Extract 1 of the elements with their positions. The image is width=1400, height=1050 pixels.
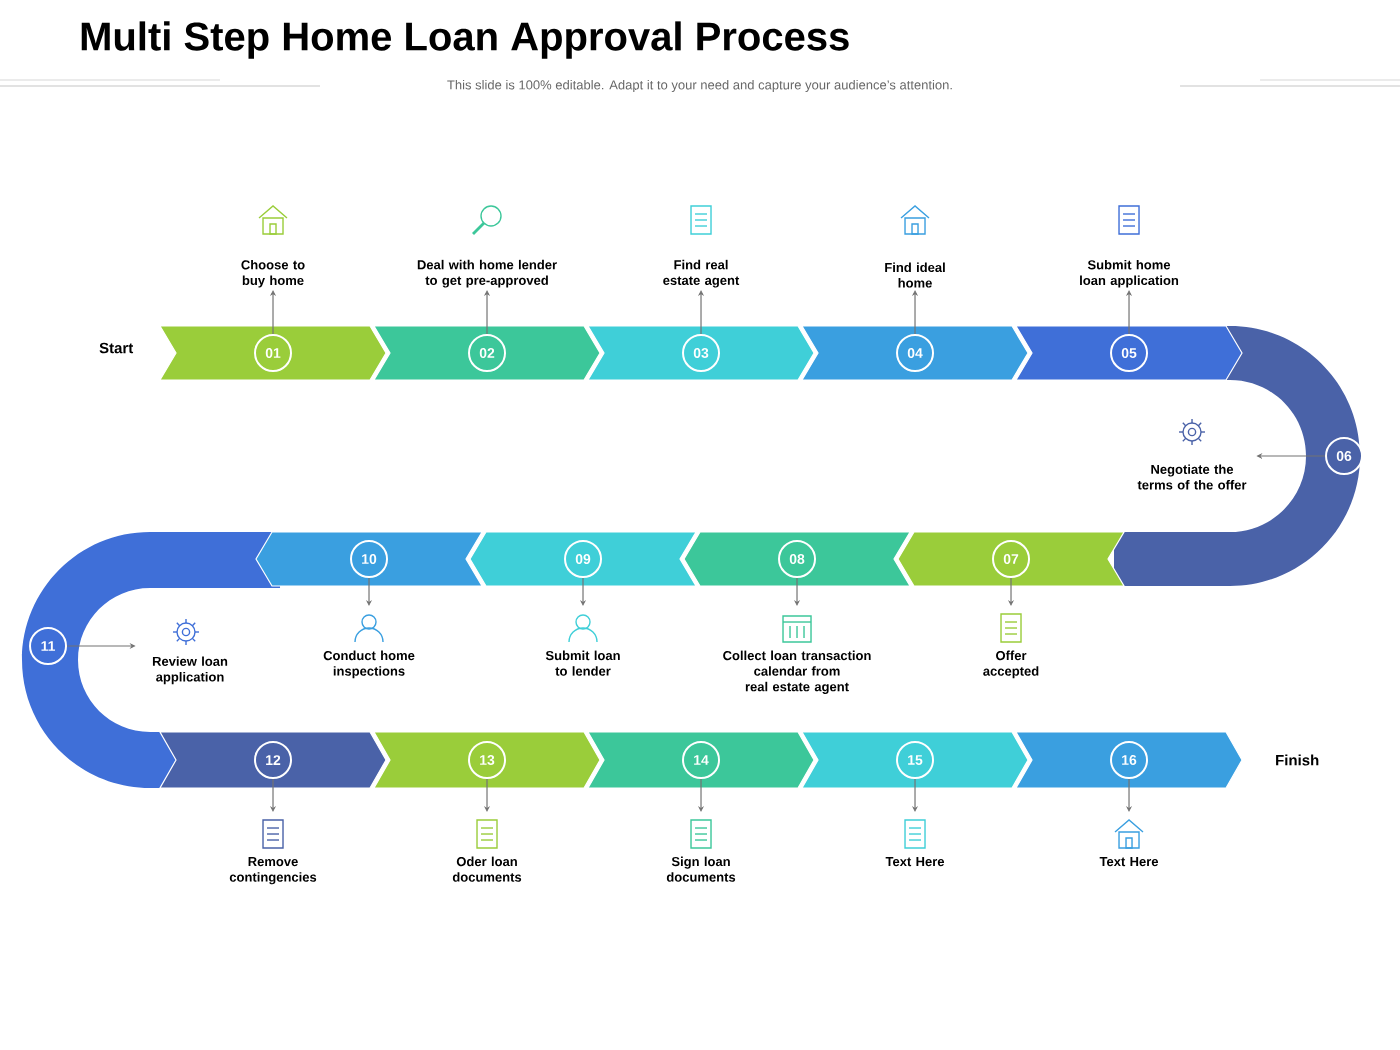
title: Multi Step Home Loan Approval Process	[81, 21, 849, 59]
